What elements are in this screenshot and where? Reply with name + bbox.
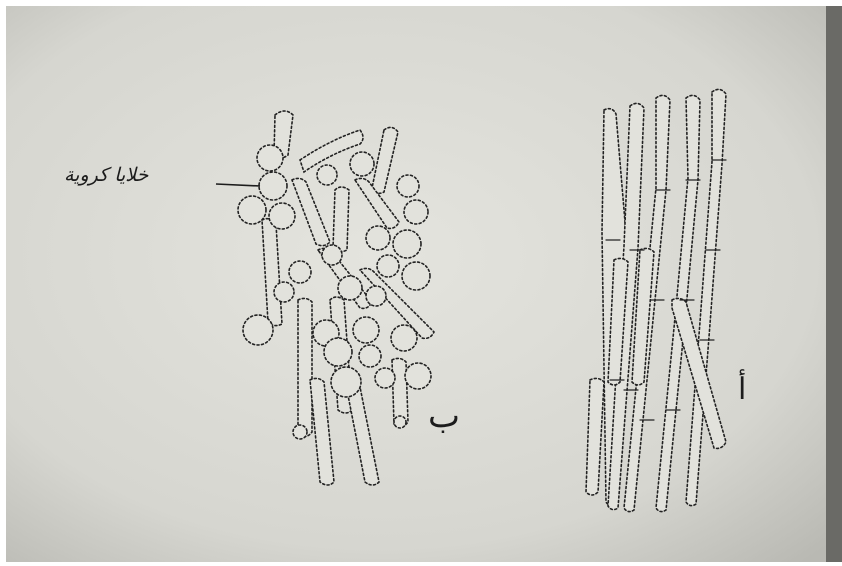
label-globular-cells: خلايا كروية <box>64 164 148 186</box>
label-panel-b: ب <box>428 396 460 436</box>
label-panel-a: أ <box>738 372 746 407</box>
